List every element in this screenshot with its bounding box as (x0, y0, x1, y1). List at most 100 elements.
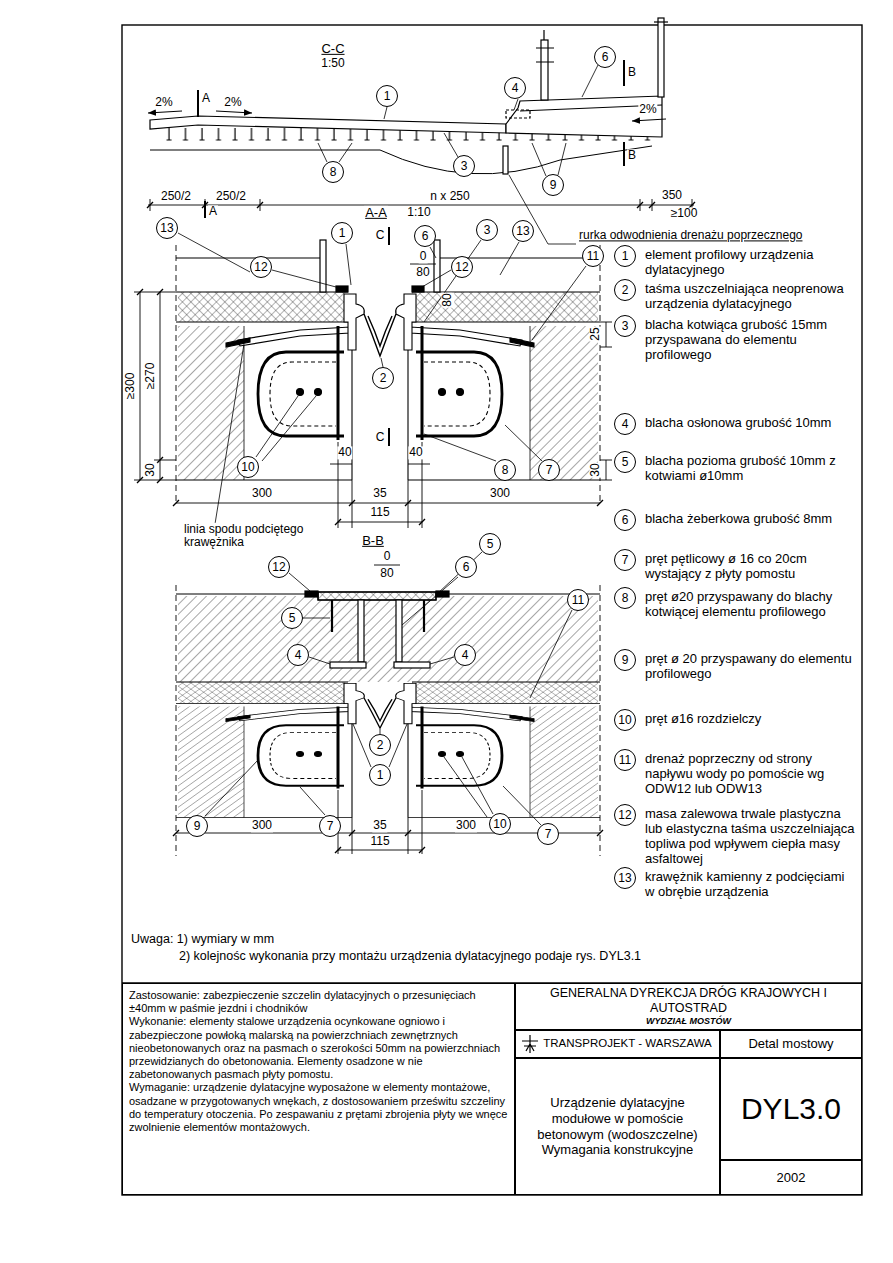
expansion-joint-detail (238, 327, 350, 346)
legend-text: masa zalewowa trwale plastyczna lub elas… (645, 807, 857, 867)
expansion-joint-detail (410, 327, 522, 346)
leader-line (303, 618, 330, 619)
cell-text: Wymaganie: urządzenie dylatacyjne wyposa… (129, 1081, 508, 1134)
pavement-slab (332, 600, 424, 632)
kerb-stone (336, 286, 348, 292)
expansion-joint-detail (412, 292, 598, 322)
dimension-label: ≥270 (144, 362, 157, 391)
expansion-joint-detail (439, 389, 446, 396)
section-mark-label: B (627, 66, 637, 79)
callout-number: 9 (542, 174, 564, 196)
deck-cross-section (150, 96, 662, 174)
section-title: C-C (320, 42, 345, 56)
callout-number: 6 (414, 225, 436, 247)
note-label: 2) kolejnośc wykonania przy montażu urzą… (178, 950, 642, 964)
note-label: rurka odwodnienia drenażu poprzecznego (578, 229, 803, 242)
leader-line (300, 787, 325, 815)
callout-text: 3 (461, 160, 468, 172)
expansion-joint-detail (258, 352, 344, 436)
dimension-label: 115 (369, 506, 390, 519)
pavement-slab (396, 600, 402, 662)
dimension-line (137, 289, 163, 483)
leader-line (178, 65, 598, 825)
slope-arrow (148, 111, 182, 113)
callout-text: 6 (463, 561, 470, 573)
callout-text: 10 (241, 461, 254, 473)
expansion-joint-detail (364, 314, 396, 356)
legend-description: taśma uszczelniająca neoprenowa urządzen… (645, 282, 857, 312)
callout-text: 2 (622, 284, 629, 296)
dimension-label: 115 (369, 835, 390, 848)
leader-line (272, 270, 336, 287)
leader-line (500, 242, 519, 275)
callout-number: 11 (567, 589, 589, 611)
legend-text: blacha osłonowa grubość 10mm (645, 416, 857, 431)
title-block-logo (522, 1035, 538, 1053)
callout-text: 1 (339, 227, 346, 239)
cell-text: Detal mostowy (748, 1036, 833, 1052)
callout-text: 6 (602, 51, 609, 63)
callout-number: 12 (250, 256, 272, 278)
deck-cross-section (506, 96, 662, 137)
railing (536, 30, 554, 62)
dimension-label: ≥100 (670, 207, 699, 220)
callout-number: 1 (369, 764, 391, 786)
callout-number: 5 (479, 533, 501, 555)
leader-line (437, 552, 482, 594)
callout-text: 9 (622, 654, 629, 666)
leader-line (215, 344, 244, 524)
leader-line (430, 657, 454, 664)
legend-callout: 8pręt ø20 przyspawany do blachy kotwiące… (614, 587, 636, 609)
callout-number: 7 (319, 815, 341, 837)
dimension-label: 80 (379, 567, 394, 580)
leader-line (424, 434, 496, 461)
callout-number: 6 (594, 46, 616, 68)
expansion-joint-detail (338, 326, 422, 440)
callout-number: 8 (322, 161, 344, 183)
kerb-stone (176, 257, 600, 258)
slope-arrow (148, 111, 666, 121)
callout-number: 8 (494, 459, 516, 481)
callout-number: 7 (537, 823, 559, 845)
callout-number: 12 (451, 256, 473, 278)
legend-callout: 2taśma uszczelniająca neoprenowa urządze… (614, 279, 636, 301)
callout-text: 5 (487, 538, 494, 550)
deck-cross-section (150, 146, 652, 174)
legend-callout: 12masa zalewowa trwale plastyczna lub el… (614, 804, 636, 826)
dimension-label: 30 (589, 462, 602, 477)
callout-text: 11 (587, 250, 599, 262)
sheet-frame (122, 25, 862, 1195)
legend-text: pręt ø20 przyspawany do blachy kotwiącej… (645, 590, 857, 620)
legend-text: blacha żeberkowa grubość 8mm (645, 512, 857, 527)
callout-text: 13 (160, 222, 173, 234)
expansion-joint-detail (176, 682, 600, 817)
callout-text: 4 (295, 649, 302, 661)
section-mark-label: A (208, 205, 218, 218)
pavement-slab (178, 596, 598, 682)
dimension-label: ≥300 (124, 372, 137, 401)
slope-arrow (216, 111, 252, 113)
legend-description: blacha osłonowa grubość 10mm (645, 416, 857, 431)
railing (658, 18, 664, 97)
cell-text: DYL3.0 (741, 1091, 841, 1127)
dimension-line (134, 264, 612, 565)
leader-line (346, 244, 351, 285)
note-label: Uwaga: 1) wymiary w mm (130, 933, 275, 947)
dimension-label: 30 (144, 462, 157, 477)
section-mark-label: B (627, 149, 637, 162)
railing (654, 21, 668, 22)
legend-callout: 3blacha kotwiąca grubość 15mm przyspawan… (614, 315, 636, 337)
deck-cross-section (503, 146, 508, 174)
title-block-cell: Urządzenie dylatacyjne modułowe w pomośc… (515, 1058, 720, 1195)
dimension-line (176, 470, 600, 528)
section-title: B-B (361, 534, 385, 548)
dimension-label: 300 (455, 819, 477, 832)
callout-number: 4 (454, 644, 476, 666)
callout-number: 13 (156, 217, 178, 239)
legend-text: pręt ø16 rozdzielczy (645, 712, 857, 727)
callout-number: 2 (372, 367, 394, 389)
leader-line (505, 425, 542, 461)
dimension-line (374, 264, 436, 565)
callout-text: 10 (493, 818, 506, 830)
legend-text: pręt pętlicowy ø 16 co 20cm wystający z … (645, 552, 857, 582)
